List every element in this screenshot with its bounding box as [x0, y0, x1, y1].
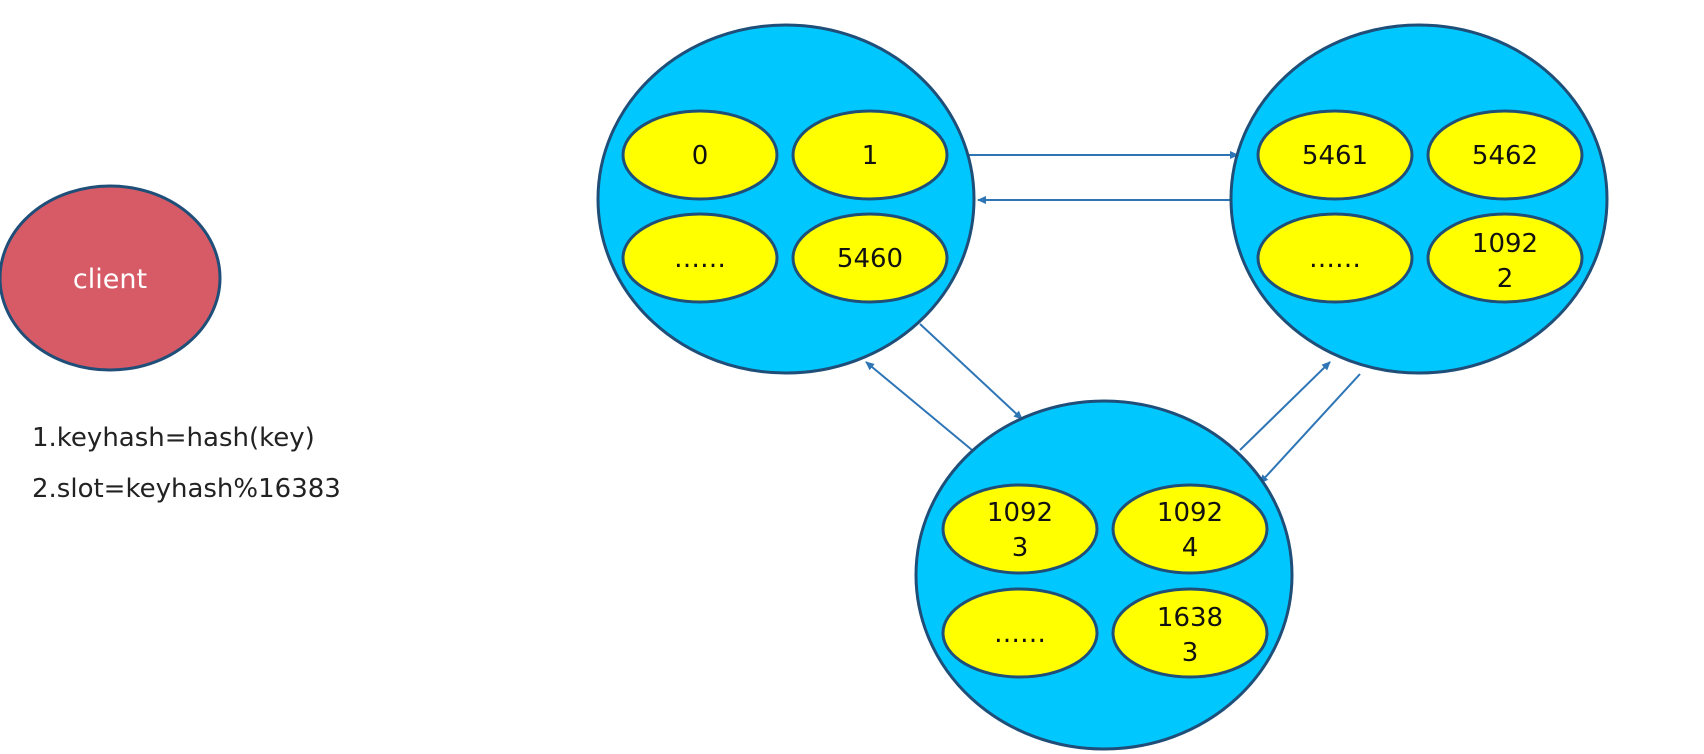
node-b: 5461 5462 …… 1092 2: [1229, 23, 1609, 375]
slot-label: 0: [692, 141, 709, 171]
node-a: 0 1 …… 5460: [596, 23, 976, 375]
slot-1: 1: [791, 109, 949, 201]
link-node-c-to-node-a: [865, 361, 973, 451]
slot-label-line-1: 1092: [987, 498, 1053, 528]
node-c-circle: [914, 399, 1294, 751]
node-a-circle: [596, 23, 976, 375]
slot-10924: 1092 4: [1111, 483, 1269, 575]
link-node-b-to-node-c: [1259, 373, 1361, 484]
slot-16383: 1638 3: [1111, 587, 1269, 679]
slot-label-line-1: 1092: [1472, 229, 1538, 259]
client-label: client: [73, 264, 147, 295]
node-b-circle: [1229, 23, 1609, 375]
slot-label-line-2: 3: [1012, 533, 1029, 563]
slot-ellipsis: ……: [621, 212, 779, 304]
slot-label: ……: [1309, 244, 1361, 274]
client-ellipse: [0, 184, 222, 372]
slot-label-line-2: 3: [1182, 638, 1199, 668]
slot-label: ……: [674, 244, 726, 274]
slot-ellipsis: ……: [941, 587, 1099, 679]
slot-ellipsis: ……: [1256, 212, 1414, 304]
slot-label-line-1: 1092: [1157, 498, 1223, 528]
slot-5462: 5462: [1426, 109, 1584, 201]
link-node-a-to-node-c: [919, 323, 1023, 420]
slot-10922: 1092 2: [1426, 212, 1584, 304]
slot-label-line-1: 1638: [1157, 603, 1223, 633]
slot-label: 5460: [837, 244, 903, 274]
node-links: [865, 151, 1361, 484]
slot-label: 1: [862, 141, 879, 171]
link-node-c-to-node-b: [1239, 361, 1331, 451]
slot-label-line-2: 2: [1497, 264, 1514, 294]
client-node: client: [0, 184, 222, 372]
node-c: 1092 3 1092 4 …… 1638 3: [914, 399, 1294, 751]
slot-label: ……: [994, 619, 1046, 649]
slot-5461: 5461: [1256, 109, 1414, 201]
slot-0: 0: [621, 109, 779, 201]
slot-10923: 1092 3: [941, 483, 1099, 575]
slot-label-line-2: 4: [1182, 533, 1199, 563]
formula-slot: 2.slot=keyhash%16383: [32, 474, 341, 504]
slot-5460: 5460: [791, 212, 949, 304]
formula-keyhash: 1.keyhash=hash(key): [32, 423, 315, 453]
slot-label: 5462: [1472, 141, 1538, 171]
slot-label: 5461: [1302, 141, 1368, 171]
